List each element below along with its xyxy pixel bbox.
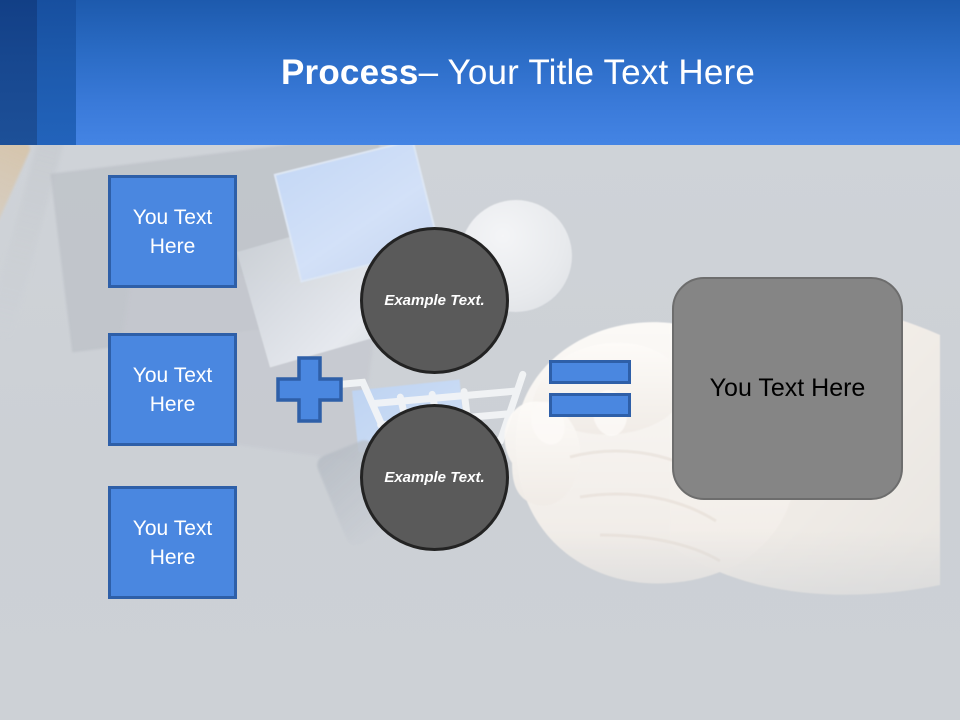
input-box-3[interactable]: You Text Here	[108, 486, 237, 599]
slide-header: Process – Your Title Text Here	[0, 0, 960, 145]
header-accent-band-dark	[0, 0, 37, 145]
result-box-label: You Text Here	[709, 374, 866, 402]
equals-bar-bottom	[549, 393, 631, 417]
process-circle-2-label: Example Text.	[384, 468, 485, 486]
page-title-strong: Process	[280, 52, 419, 92]
input-box-3-label: You Text Here	[132, 516, 213, 569]
page-title-light: – Your Title Text Here	[418, 52, 756, 92]
process-circle-1[interactable]: Example Text.	[360, 227, 509, 374]
plus-icon	[276, 356, 343, 423]
process-circle-1-label: Example Text.	[384, 291, 485, 309]
page-title: Process – Your Title Text Here	[76, 0, 960, 145]
equals-bar-top	[549, 360, 631, 384]
input-box-1-label: You Text Here	[132, 205, 213, 258]
header-accent-band-mid	[37, 0, 76, 145]
input-box-1[interactable]: You Text Here	[108, 175, 237, 288]
input-box-2-label: You Text Here	[132, 363, 213, 416]
process-circle-2[interactable]: Example Text.	[360, 404, 509, 551]
equals-icon	[549, 360, 631, 417]
input-box-2[interactable]: You Text Here	[108, 333, 237, 446]
result-box[interactable]: You Text Here	[672, 277, 903, 500]
